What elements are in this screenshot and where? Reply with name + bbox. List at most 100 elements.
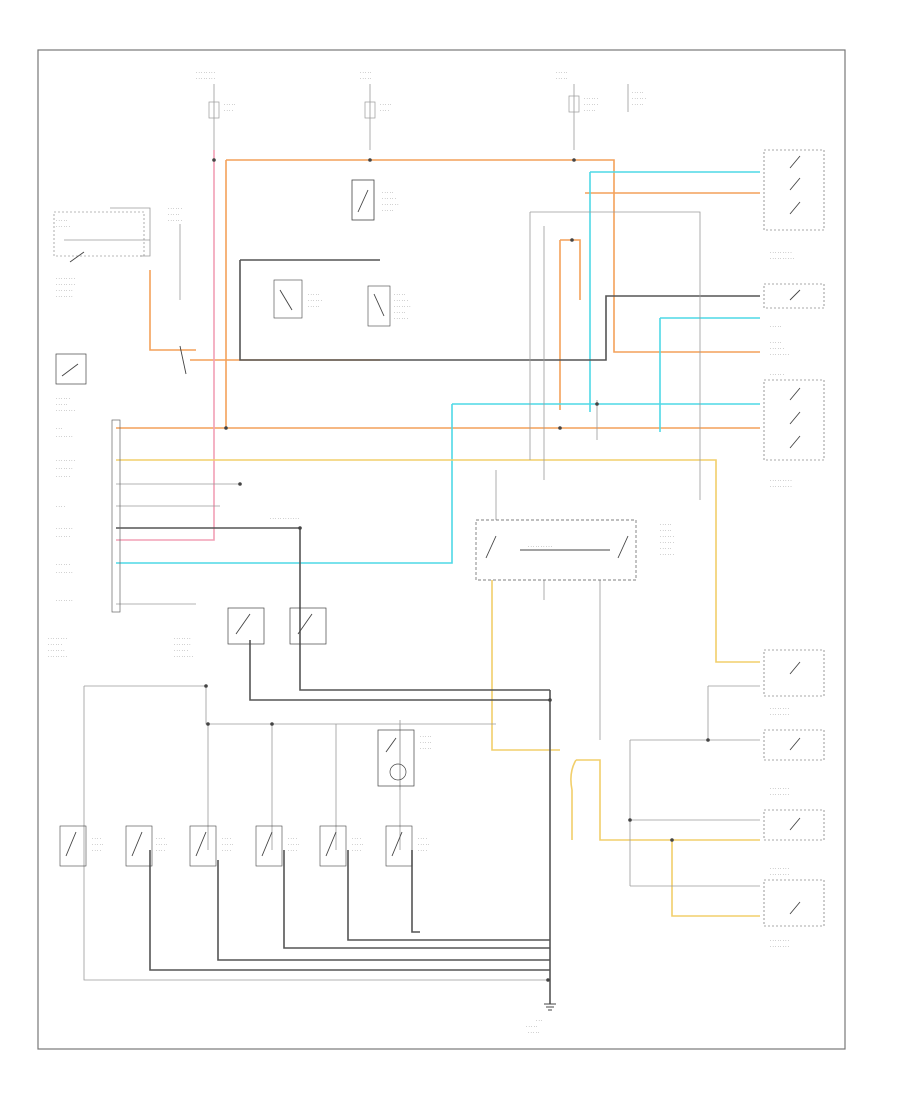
svg-text:· · · · · · · ·: · · · · · · · ·: [770, 866, 789, 871]
yellow-wires: [116, 459, 760, 917]
diagram-frame: [37, 49, 846, 1050]
svg-text:· · · · ·: · · · · ·: [56, 402, 67, 407]
svg-text:· · · ·: · · · ·: [156, 836, 165, 841]
svg-text:· · · ·: · · · ·: [418, 836, 427, 841]
svg-text:· · · · · · · · ·: · · · · · · · · ·: [770, 484, 792, 489]
svg-text:· · · · ·: · · · · ·: [556, 76, 567, 81]
svg-text:· · · · · · · · · ·: · · · · · · · · · ·: [528, 544, 552, 549]
svg-text:· · · · · ·: · · · · · ·: [168, 206, 182, 211]
svg-text:· · · · · ·: · · · · · ·: [660, 552, 674, 557]
svg-text:· · · · · · · ·: · · · · · · · ·: [48, 636, 67, 641]
svg-text:· · · · · · · ·: · · · · · · · ·: [770, 938, 789, 943]
svg-text:· · · · · · · · · · · ·: · · · · · · · · · · · ·: [270, 516, 299, 521]
svg-text:· · · · · ·: · · · · · ·: [770, 346, 784, 351]
liftgate-switch: · · · · · · · · · · · · · · ·: [377, 729, 431, 787]
svg-text:· · · · ·: · · · · ·: [352, 842, 363, 847]
svg-text:· · · · ·: · · · · ·: [770, 324, 781, 329]
svg-text:· · · · ·: · · · · ·: [382, 208, 393, 213]
svg-text:· · · · · ·: · · · · · ·: [56, 224, 70, 229]
svg-text:· · · · · · ·: · · · · · · ·: [56, 598, 73, 603]
svg-text:· · · · · ·: · · · · · ·: [660, 540, 674, 545]
svg-text:· · · · · ·: · · · · · ·: [308, 298, 322, 303]
svg-text:· · · · · · · ·: · · · · · · · ·: [196, 70, 215, 75]
svg-text:· · · ·: · · · ·: [288, 836, 297, 841]
svg-text:· · · · ·: · · · · ·: [526, 1024, 537, 1029]
svg-text:· · · · · · ·: · · · · · · ·: [382, 202, 399, 207]
svg-text:· · · · ·: · · · · ·: [632, 90, 643, 95]
svg-text:· · · · · · ·: · · · · · · ·: [394, 304, 411, 309]
svg-text:· · · · · · · ·: · · · · · · · ·: [770, 944, 789, 949]
svg-text:· · · · · · · · ·: · · · · · · · · ·: [770, 250, 792, 255]
svg-text:· · · · · ·: · · · · · ·: [584, 102, 598, 107]
svg-text:· · · · · · · ·: · · · · · · · ·: [770, 352, 789, 357]
svg-text:· · · · ·: · · · · ·: [420, 740, 431, 745]
svg-text:· · · · ·: · · · · ·: [394, 310, 405, 315]
svg-text:· · · · · · ·: · · · · · · ·: [56, 466, 73, 471]
svg-text:· · · · · · ·: · · · · · · ·: [56, 526, 73, 531]
svg-text:· · · · ·: · · · · ·: [420, 734, 431, 739]
svg-text:· · · · · · · ·: · · · · · · · ·: [56, 408, 75, 413]
svg-text:· · · · · · ·: · · · · · · ·: [56, 570, 73, 575]
svg-text:· · · ·: · · · ·: [222, 848, 231, 853]
svg-text:· · · · · · · ·: · · · · · · · ·: [174, 654, 193, 659]
svg-text:· · · · · · · ·: · · · · · · · ·: [770, 792, 789, 797]
svg-text:· · · · ·: · · · · ·: [420, 746, 431, 751]
right-side-switches: · · · · · · · · · · · · · · · · · · · · …: [763, 149, 825, 949]
svg-text:· · · · · ·: · · · · · ·: [382, 196, 396, 201]
bottom-switch-row: · · · ·· · · · ·· · · · · · · ·· · · · ·…: [59, 825, 429, 867]
svg-text:· · · · · · · · ·: · · · · · · · · ·: [770, 478, 792, 483]
power-door-lock-switch: · · · · · · · · · · · · · · · · · · · · …: [475, 519, 674, 581]
svg-text:· · · ·: · · · ·: [222, 836, 231, 841]
ground-point: · · · · · · · · · · · · ·: [526, 995, 556, 1035]
svg-text:· · · · · · · ·: · · · · · · · ·: [770, 872, 789, 877]
svg-text:· · · · ·: · · · · ·: [528, 1030, 539, 1035]
svg-text:· · · · · · ·: · · · · · · ·: [56, 434, 73, 439]
svg-text:· · · · · · · ·: · · · · · · · ·: [56, 276, 75, 281]
svg-text:· · · · ·: · · · · ·: [156, 842, 167, 847]
svg-text:· · · · ·: · · · · ·: [224, 102, 235, 107]
svg-text:· · · · · ·: · · · · · ·: [168, 218, 182, 223]
svg-text:· · · · ·: · · · · ·: [584, 108, 595, 113]
svg-text:· · · · · ·: · · · · · ·: [48, 642, 62, 647]
svg-text:· · · · ·: · · · · ·: [308, 304, 319, 309]
svg-text:· · · · · · ·: · · · · · · ·: [56, 294, 73, 299]
svg-text:· · · · ·: · · · · ·: [660, 522, 671, 527]
svg-text:· · · · · ·: · · · · · ·: [56, 534, 70, 539]
svg-text:· · · · ·: · · · · ·: [288, 842, 299, 847]
svg-text:· · · · ·: · · · · ·: [556, 70, 567, 75]
svg-text:· · · · · · · ·: · · · · · · · ·: [196, 76, 215, 81]
svg-text:· · ·: · · ·: [56, 426, 62, 431]
svg-text:· · · · ·: · · · · ·: [222, 842, 233, 847]
top-power-sources: · · · · · · · · · · · · · · · · · · · · …: [196, 70, 646, 150]
svg-text:· · · · ·: · · · · ·: [92, 842, 103, 847]
svg-text:· · · · · ·: · · · · · ·: [394, 298, 408, 303]
svg-text:· · · · · · · ·: · · · · · · · ·: [56, 458, 75, 463]
svg-text:· · · · · ·: · · · · · ·: [174, 648, 188, 653]
svg-text:· · · ·: · · · ·: [156, 848, 165, 853]
svg-text:· · · · · · · ·: · · · · · · · ·: [770, 786, 789, 791]
svg-text:· · · · · · ·: · · · · · · ·: [174, 642, 191, 647]
cyan-wires: [116, 171, 760, 564]
svg-text:· · · · ·: · · · · ·: [360, 70, 371, 75]
svg-text:· · · · ·: · · · · ·: [56, 218, 67, 223]
svg-text:· · · ·: · · · ·: [352, 836, 361, 841]
svg-text:· · · ·: · · · ·: [92, 848, 101, 853]
svg-text:· · · ·: · · · ·: [380, 108, 389, 113]
splice-dots: [204, 158, 710, 982]
svg-text:· · · · · · · ·: · · · · · · · ·: [56, 282, 75, 287]
light-gray-wires: [64, 207, 760, 981]
svg-text:· · · · · ·: · · · · · ·: [632, 96, 646, 101]
svg-text:· · · · · · ·: · · · · · · ·: [174, 636, 191, 641]
svg-text:· · · ·: · · · ·: [352, 848, 361, 853]
svg-text:· · · · · ·: · · · · · ·: [584, 96, 598, 101]
svg-text:· · · · · ·: · · · · · ·: [770, 372, 784, 377]
svg-text:· · · · ·: · · · · ·: [360, 76, 371, 81]
svg-text:· · · · · · · · · ·: · · · · · · · · · ·: [770, 256, 794, 261]
keyless-entry-module-connector: · · · · · · · · · · · · · · · · · · · · …: [48, 419, 121, 659]
pink-wire: [116, 150, 215, 541]
door-lock-switches-center: · · · · · · · · · · · · · · · · · · · · …: [174, 516, 327, 659]
svg-text:· · · ·: · · · ·: [56, 504, 65, 509]
svg-text:· · · · ·: · · · · ·: [660, 528, 671, 533]
